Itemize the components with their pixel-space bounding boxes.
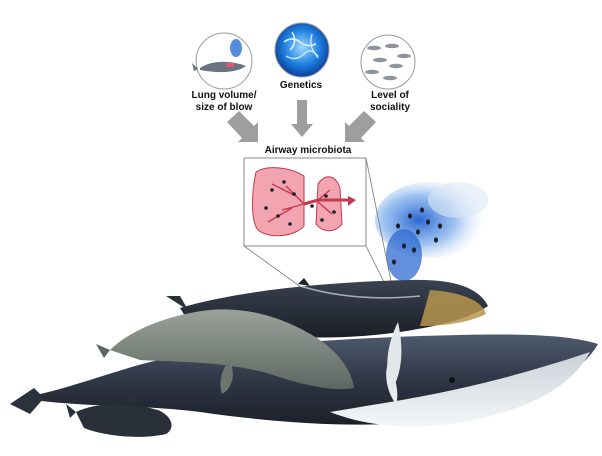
lung-volume-label-line2: size of blow — [195, 102, 253, 113]
whale-pod-icon — [360, 34, 416, 90]
arrow-genetics-to-microbiota — [291, 100, 313, 137]
airway-microbiota-label: Airway microbiota — [264, 145, 352, 156]
lung-volume-label: Lung volume/ size of blow — [188, 90, 260, 114]
lungs-icon — [252, 167, 356, 237]
sociality-label: Level of sociality — [354, 90, 426, 114]
whale-blow-icon — [192, 32, 253, 90]
lung-volume-label-line1: Lung volume/ — [191, 90, 257, 101]
sociality-label-line2: sociality — [369, 102, 411, 113]
gray-whale — [96, 309, 354, 394]
bacteria-culture-icon — [274, 22, 330, 78]
sociality-label-line1: Level of — [371, 90, 409, 101]
arrow-sociality-to-microbiota — [345, 111, 376, 142]
arrow-lung-to-microbiota — [227, 111, 258, 142]
genetics-label: Genetics — [279, 80, 323, 91]
blow-spray — [375, 182, 488, 281]
pilot-whale — [66, 392, 172, 437]
